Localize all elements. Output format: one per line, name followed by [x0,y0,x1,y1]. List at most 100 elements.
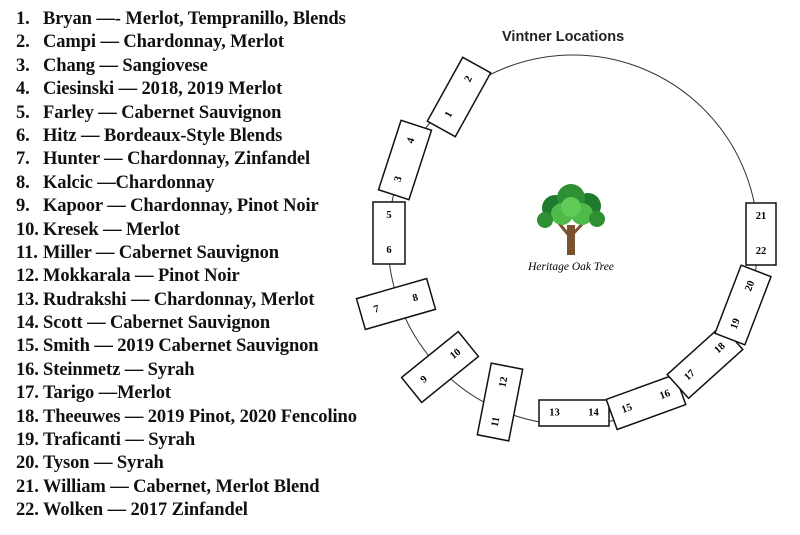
vintner-number: 10. [16,219,39,240]
vintner-entry: Hunter — Chardonnay, Zinfandel [43,149,311,170]
vintner-item: 6. Hitz — Bordeaux-Style Blends [16,125,357,148]
vintner-number: 4. [16,79,30,100]
booth-box [426,56,492,138]
booth-number: 2 [463,74,475,84]
vintner-item: 16.Steinmetz — Syrah [16,359,357,382]
vintner-item: 13.Rudrakshi — Chardonnay, Merlot [16,289,357,312]
vintner-item: 20.Tyson — Syrah [16,452,357,475]
vintner-number: 22. [16,500,39,521]
vintner-number: 11. [16,242,38,263]
vintner-number: 17. [16,383,39,404]
vintner-entry: Miller — Cabernet Sauvignon [43,242,279,263]
vintner-item: 10.Kresek — Merlot [16,219,357,242]
booth-5-6: 56 [372,201,406,265]
booth-number: 9 [419,374,430,386]
booth-box [377,119,433,201]
vintner-number: 18. [16,406,39,427]
vintner-number: 5. [16,102,30,123]
vintner-item: 1. Bryan —- Merlot, Tempranillo, Blends [16,8,357,31]
booth-number: 16 [658,388,672,402]
vintner-entry: Tarigo —Merlot [43,383,171,404]
vintner-number: 6. [16,125,30,146]
vintner-number: 1. [16,9,30,29]
vintner-item: 21.William — Cabernet, Merlot Blend [16,476,357,499]
booth-number: 21 [756,211,767,222]
vintner-entry: Kapoor — Chardonnay, Pinot Noir [43,196,319,217]
booth-box [400,330,480,404]
booth-number: 3 [393,175,405,183]
vintner-item: 15.Smith — 2019 Cabernet Sauvignon [16,335,357,358]
vintner-number: 21. [16,476,39,497]
vintner-entry: Hitz — Bordeaux-Style Blends [43,125,283,146]
vintner-number: 13. [16,289,39,310]
vintner-entry: Traficanti — Syrah [43,430,196,451]
vintner-item: 12.Mokkarala — Pinot Noir [16,265,357,288]
vintner-number: 3. [16,55,30,76]
oak-tree-icon [537,184,605,255]
booth-number: 15 [620,402,634,416]
booth-21-22: 21 22 [745,202,777,266]
vintner-number: 16. [16,359,39,380]
vintner-item: 11.Miller — Cabernet Sauvignon [16,242,357,265]
vintner-number: 15. [16,336,39,357]
vintner-item: 4. Ciesinski — 2018, 2019 Merlot [16,78,357,101]
vintner-entry: Farley — Cabernet Sauvignon [43,102,282,123]
booth-number: 14 [588,408,599,419]
booth-3-4: 34 [377,119,433,201]
vintner-item: 22.Wolken — 2017 Zinfandel [16,499,357,522]
booth-1-2: 12 [426,56,492,138]
booth-number: 20 [743,279,757,293]
booth-box [355,277,437,331]
vintner-list: 1. Bryan —- Merlot, Tempranillo, Blends 2.… [16,8,357,523]
booth-box [476,362,524,442]
vintner-entry: Ciesinski — 2018, 2019 Merlot [43,79,283,100]
vintner-item: 3. Chang — Sangiovese [16,55,357,78]
vintner-number: 2. [16,32,30,53]
vintner-number: 20. [16,453,39,474]
booth-number: 8 [411,292,419,304]
tree-caption: Heritage Oak Tree [527,261,614,273]
vintner-item: 17.Tarigo —Merlot [16,382,357,405]
vintner-number: 19. [16,430,39,451]
vintner-item: 8.Kalcic —Chardonnay [16,172,357,195]
booth-7-8: 78 [355,277,437,331]
vintner-entry: Smith — 2019 Cabernet Sauvignon [43,336,319,357]
booth-number: 5 [386,210,391,221]
booth-number: 13 [549,408,560,419]
vintner-entry: Kresek — Merlot [43,219,180,240]
vintner-item: 19.Traficanti — Syrah [16,429,357,452]
vintner-item: 5. Farley — Cabernet Sauvignon [16,102,357,125]
booth-number: 7 [372,304,380,316]
vintner-number: 8. [16,172,30,193]
booth-box [372,201,406,265]
vintner-number: 9. [16,196,30,217]
vintner-entry: Rudrakshi — Chardonnay, Merlot [43,289,315,310]
vintner-number: 14. [16,313,39,334]
vintner-item: 18.Theeuwes — 2019 Pinot, 2020 Fencolino [16,406,357,429]
booth-13-14: 13 14 [538,399,610,427]
vintner-number: 12. [16,266,39,287]
booth-number: 12 [497,376,510,388]
vintner-entry: Mokkarala — Pinot Noir [43,266,240,287]
vintner-entry: Tyson — Syrah [43,453,164,474]
vintner-item: 9. Kapoor — Chardonnay, Pinot Noir [16,195,357,218]
map-title: Vintner Locations [502,29,625,45]
vintner-number: 7. [16,149,30,170]
booth-number: 4 [405,136,417,145]
vintner-entry: Scott — Cabernet Sauvignon [43,313,271,334]
vintner-entry: Bryan —- Merlot, Tempranillo, Blends [43,9,346,29]
booth-box [745,202,777,266]
booth-number: 22 [756,246,767,257]
vintner-item: 7. Hunter — Chardonnay, Zinfandel [16,148,357,171]
vintner-entry: Theeuwes — 2019 Pinot, 2020 Fencolino [43,406,357,427]
vintner-entry: Campi — Chardonnay, Merlot [43,32,284,53]
booth-number: 19 [729,317,743,331]
vintner-item: 14.Scott — Cabernet Sauvignon [16,312,357,335]
booth-number: 6 [386,245,391,256]
vintner-entry: Steinmetz — Syrah [43,359,195,380]
vintner-entry: Chang — Sangiovese [43,55,208,76]
booth-number: 1 [443,110,455,120]
